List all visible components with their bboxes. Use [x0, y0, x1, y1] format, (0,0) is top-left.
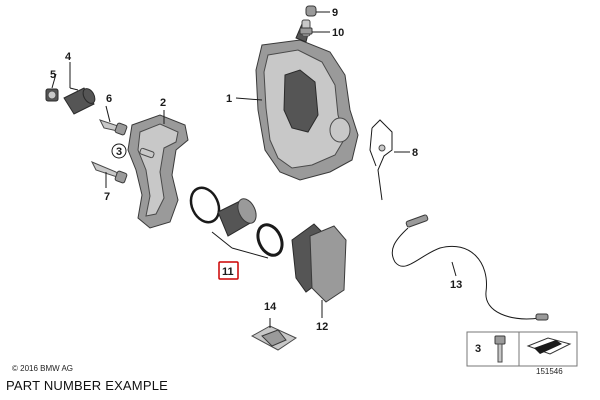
part-carrier-bracket[interactable]	[127, 114, 189, 229]
part-guide-bolt-7[interactable]	[90, 161, 128, 184]
part-guide-sleeve[interactable]	[63, 87, 97, 115]
callout-3-hardware[interactable]: 3	[475, 343, 481, 355]
callout-2[interactable]: 2	[160, 97, 166, 109]
callout-5[interactable]: 5	[50, 69, 56, 81]
diagram-reference-number: 151546	[536, 367, 563, 376]
part-grease-packet[interactable]	[250, 325, 298, 351]
callout-1[interactable]: 1	[226, 93, 232, 105]
part-anti-rattle-spring[interactable]	[369, 119, 393, 201]
arrow-icon	[526, 337, 572, 355]
callout-4[interactable]: 4	[65, 51, 72, 63]
part-piston-seal-kit[interactable]	[186, 183, 287, 259]
part-bleeder-screw[interactable]	[299, 19, 313, 37]
callout-7[interactable]: 7	[104, 191, 110, 203]
part-bushing[interactable]	[45, 88, 59, 102]
bolt-icon	[494, 335, 506, 363]
part-bleeder-cap[interactable]	[305, 5, 317, 17]
part-guide-bolt-6[interactable]	[99, 119, 128, 136]
callout-11[interactable]: 11	[222, 266, 234, 278]
callout-9[interactable]: 9	[332, 7, 338, 19]
callout-10[interactable]: 10	[332, 27, 344, 39]
copyright-notice: © 2016 BMW AG	[12, 364, 74, 373]
callout-12[interactable]: 12	[316, 321, 328, 333]
part-brake-pads[interactable]	[291, 223, 347, 303]
caption-part-number-example: PART NUMBER EXAMPLE	[6, 378, 169, 393]
hardware-box[interactable]: 3	[466, 331, 578, 367]
callout-6[interactable]: 6	[106, 93, 112, 105]
callout-8[interactable]: 8	[412, 147, 418, 159]
callout-14[interactable]: 14	[264, 301, 277, 313]
part-wear-sensor[interactable]	[391, 214, 549, 321]
callout-3[interactable]: 3	[116, 146, 122, 158]
part-bolt-3[interactable]	[139, 147, 155, 159]
callout-13[interactable]: 13	[450, 279, 462, 291]
callout-11-box[interactable]: 11	[218, 261, 239, 280]
leader-lines	[51, 11, 457, 328]
callout-3-circle[interactable]: 3	[111, 143, 127, 159]
callouts: 1 2 3 4 5 6 7 8 9 10 11 12 13 14	[50, 7, 462, 333]
part-caliper-housing[interactable]	[255, 23, 359, 181]
